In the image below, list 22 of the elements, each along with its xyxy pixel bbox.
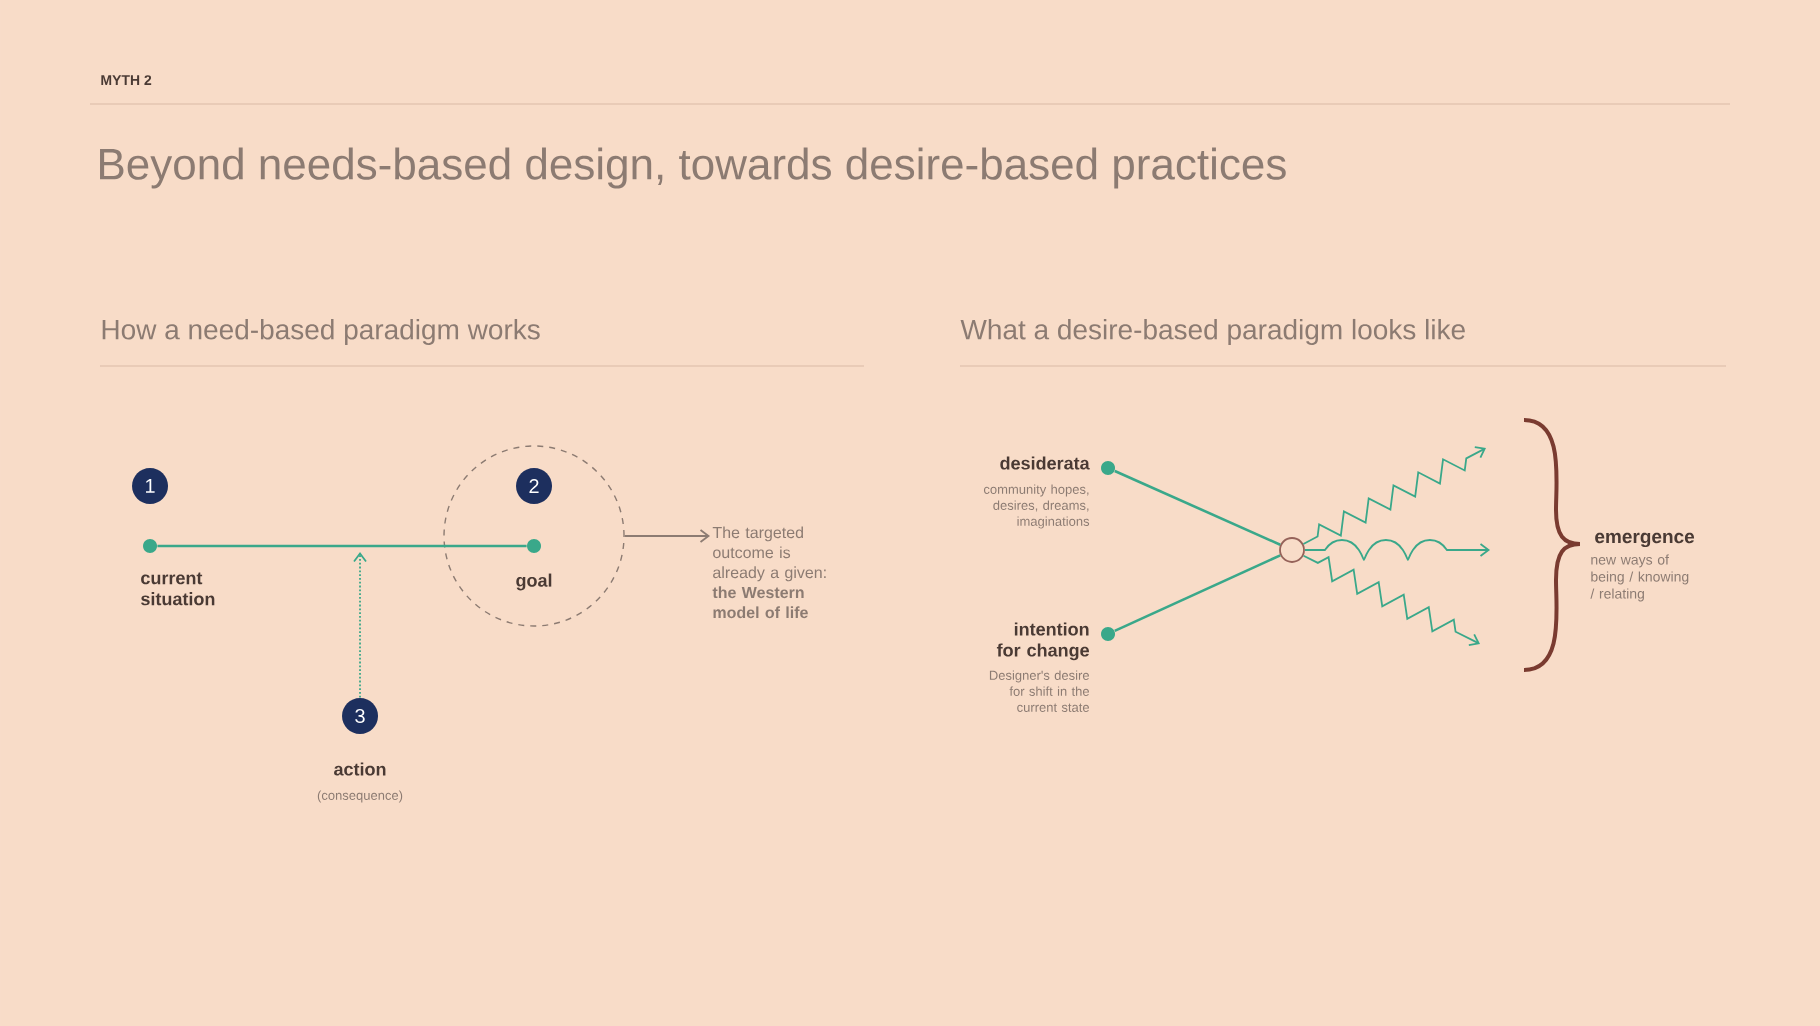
arrow: [1302, 446, 1486, 545]
arrow: [353, 551, 367, 699]
note-text: The targeted outcome is already a given: the Western model of life: [712, 526, 826, 619]
node-label: goal: [516, 573, 552, 591]
connector-line: [157, 544, 527, 548]
dot: [527, 539, 541, 553]
number-badge: 3: [342, 698, 378, 734]
arrow: [1304, 539, 1490, 561]
section-heading: How a need-based paradigm works: [102, 318, 540, 346]
node-label: intention for change: [996, 622, 1089, 661]
number-badge: 2: [516, 468, 552, 504]
title: Beyond needs-based design, towards desire-based practices: [100, 147, 1286, 189]
number-badge: 1: [132, 468, 168, 504]
connector-line: [1114, 469, 1281, 546]
arrow: [623, 529, 710, 543]
section-heading: What a desire-based paradigm looks like: [960, 318, 1465, 346]
emergence-label: emergence: [1595, 532, 1695, 548]
connector-line: [1114, 554, 1281, 633]
node-label: desiderata: [1000, 456, 1090, 470]
arrow: [1302, 554, 1480, 646]
node-label: current situation: [141, 572, 215, 606]
node-label: action: [334, 762, 386, 776]
